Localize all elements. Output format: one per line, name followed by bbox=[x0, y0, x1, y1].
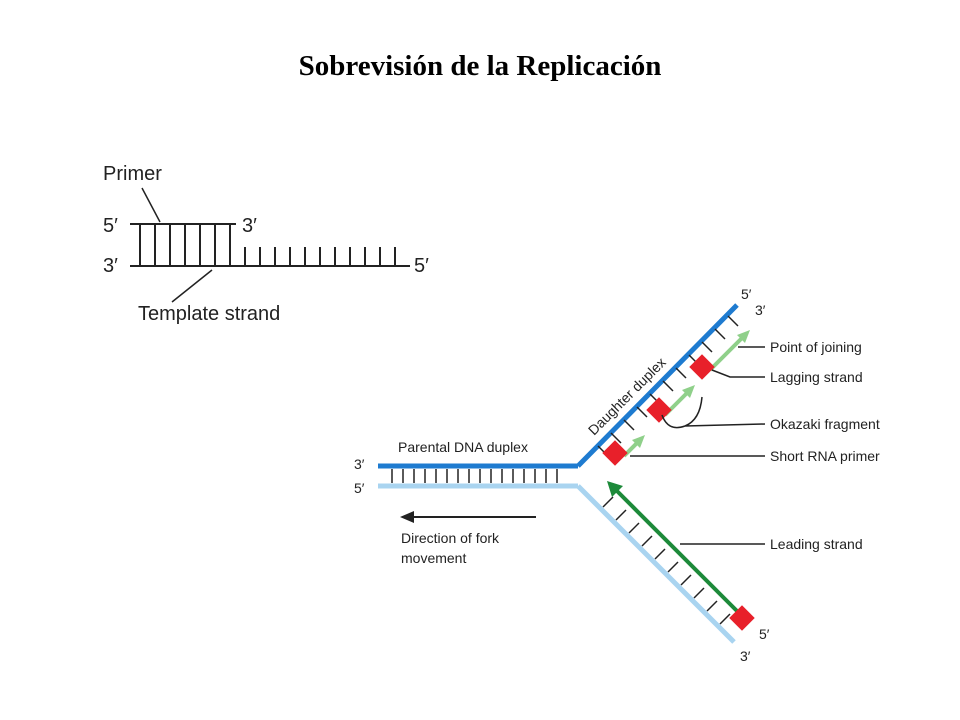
parental-base-pairs bbox=[391, 469, 558, 483]
callout-point-of-joining: Point of joining bbox=[770, 339, 862, 355]
daughter-duplex-label: Daughter duplex bbox=[585, 354, 669, 438]
leading-strand-arrowhead bbox=[607, 481, 623, 497]
okazaki-arrowhead-2 bbox=[682, 385, 695, 398]
lower-arm-blue-end: 3′ bbox=[740, 648, 751, 664]
okazaki-arrowhead-1 bbox=[632, 435, 645, 448]
primer-base-pairs bbox=[139, 224, 231, 266]
primer-bottom-left-end: 3′ bbox=[103, 255, 118, 277]
okazaki-arrowhead-3 bbox=[737, 330, 750, 343]
rna-primer-2 bbox=[646, 397, 672, 423]
page-title: Sobrevisión de la Replicación bbox=[298, 50, 662, 82]
upper-arm-blue-end: 5′ bbox=[741, 286, 752, 302]
lower-arm-bases bbox=[602, 496, 731, 625]
rna-primer-leading bbox=[729, 605, 755, 631]
upper-arm-green-end: 3′ bbox=[755, 302, 766, 318]
primer-top-left-end: 5′ bbox=[103, 215, 118, 237]
callout-lagging-strand: Lagging strand bbox=[770, 369, 863, 385]
lower-arm-red-end: 5′ bbox=[759, 626, 770, 642]
lower-arm-parental-strand bbox=[576, 484, 736, 644]
parental-bottom-end: 5′ bbox=[354, 480, 365, 496]
parental-top-end: 3′ bbox=[354, 456, 365, 472]
callout-short-rna-primer: Short RNA primer bbox=[770, 448, 880, 464]
callout-line-okazaki-fragment bbox=[661, 396, 766, 429]
template-leader-line bbox=[171, 269, 213, 303]
template-strand-label: Template strand bbox=[138, 303, 280, 325]
leading-strand bbox=[614, 488, 742, 616]
fork-direction-arrowhead bbox=[400, 511, 414, 523]
callout-line-lagging-strand bbox=[711, 369, 765, 378]
parental-duplex-label: Parental DNA duplex bbox=[398, 439, 528, 455]
primer-label: Primer bbox=[103, 163, 162, 185]
rna-primer-3 bbox=[689, 354, 715, 380]
rna-primer-1 bbox=[602, 440, 628, 466]
replication-fork-diagram: Parental DNA duplex 3′ 5′ Daughter duple… bbox=[354, 286, 880, 664]
primer-leader-line bbox=[141, 187, 161, 223]
callout-okazaki-fragment: Okazaki fragment bbox=[770, 416, 880, 432]
upper-arm-parental-strand bbox=[576, 303, 739, 468]
fork-direction-label-line2: movement bbox=[401, 550, 466, 566]
fork-direction-label-line1: Direction of fork bbox=[401, 530, 500, 546]
primer-top-right-end: 3′ bbox=[242, 215, 257, 237]
primer-template-diagram: Primer 5′ 3′ 3′ 5′ Template strand bbox=[103, 163, 429, 325]
upper-arm-bases bbox=[597, 315, 739, 457]
callout-leading-strand: Leading strand bbox=[770, 536, 863, 552]
template-unpaired-bases bbox=[244, 247, 396, 266]
primer-bottom-right-end: 5′ bbox=[414, 255, 429, 277]
